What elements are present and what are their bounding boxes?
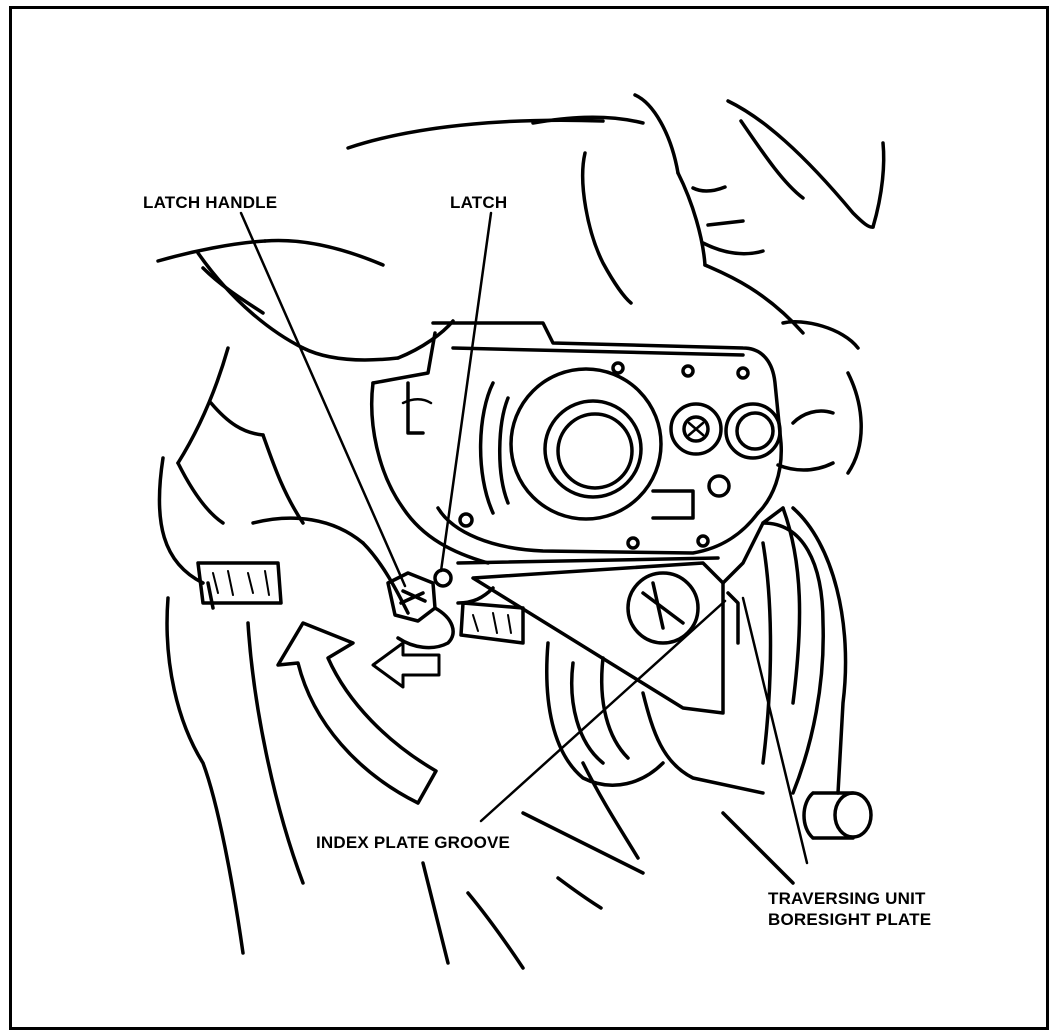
operator-torso [167,583,793,968]
direction-arrow [373,643,439,687]
rotation-arrow [278,623,436,803]
boresight-device [372,323,782,563]
belt-strap [198,563,523,643]
latch-label: LATCH [450,192,507,213]
traversing-unit-label-line1: TRAVERSING UNIT [768,888,931,909]
diagram-frame: LATCH HANDLE LATCH INDEX PLATE GROOVE TR… [9,6,1049,1030]
leader-latch-handle [241,213,405,586]
index-plate-groove-label: INDEX PLATE GROOVE [316,832,510,853]
leader-index-plate-groove [481,601,725,821]
latch-handle-label: LATCH HANDLE [143,192,277,213]
diagram-artwork [9,6,1049,1030]
leader-latch [441,213,491,571]
traversing-unit-label-line2: BORESIGHT PLATE [768,909,931,930]
traversing-unit-boresight-plate-label: TRAVERSING UNIT BORESIGHT PLATE [768,888,931,930]
leader-lines [241,213,807,863]
